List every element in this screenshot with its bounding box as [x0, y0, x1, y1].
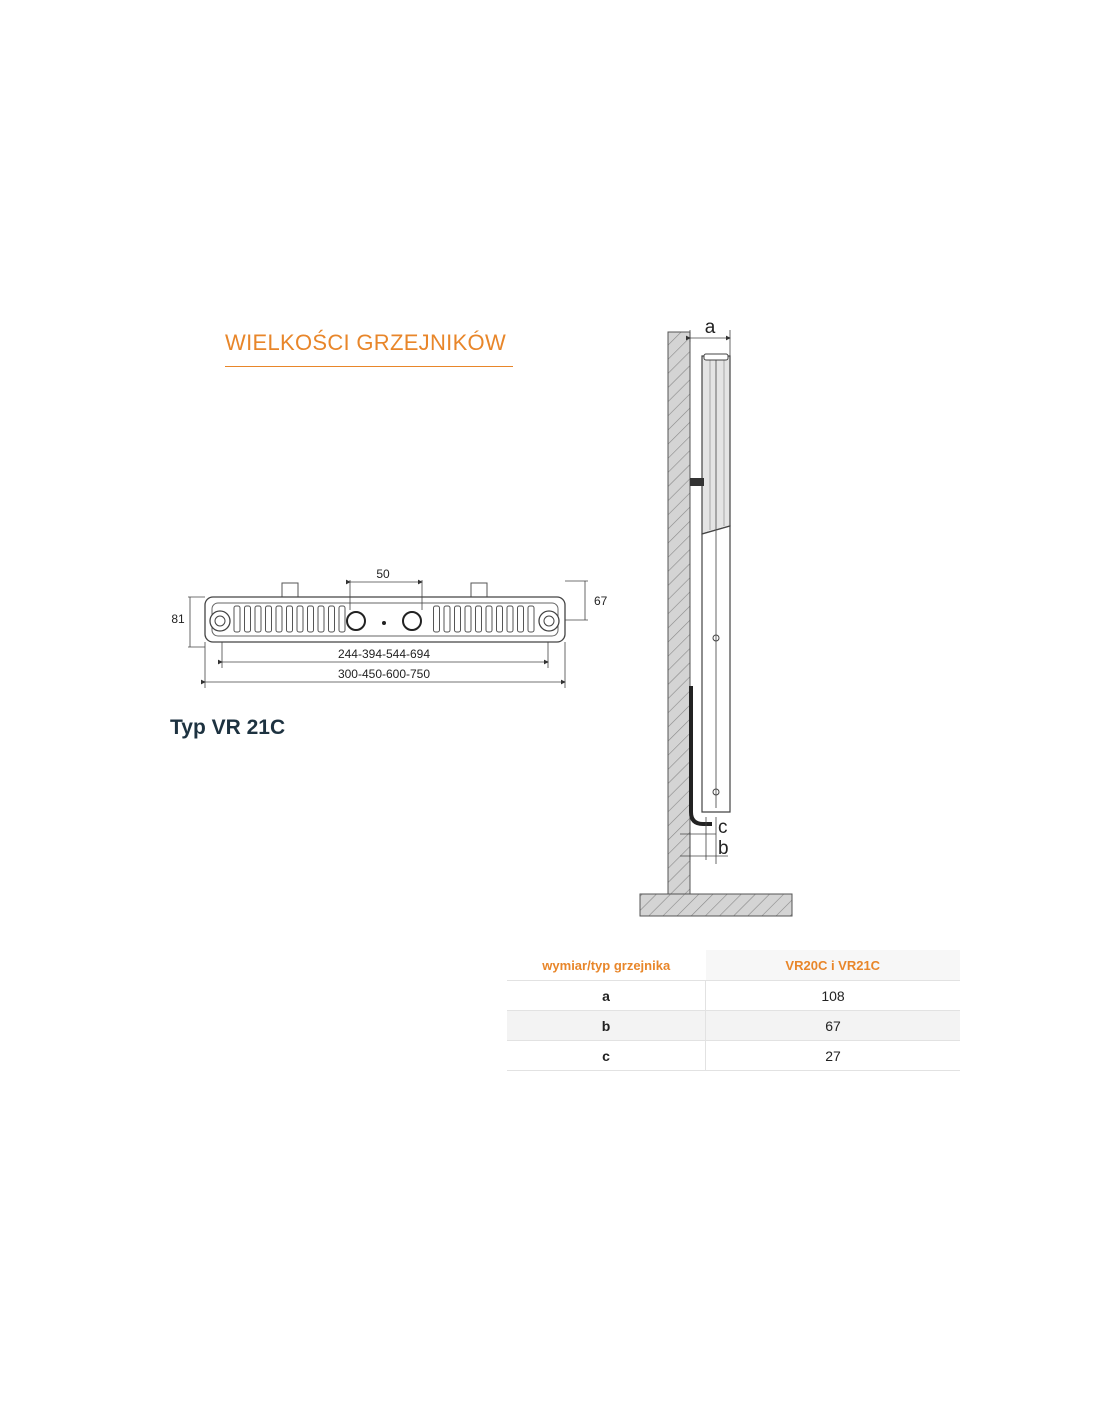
- dim-label-81: 81: [171, 612, 185, 626]
- fin: [328, 605, 335, 633]
- fin: [475, 605, 482, 633]
- supply-pipe: [689, 686, 712, 826]
- fin: [307, 605, 314, 633]
- fin: [244, 605, 251, 633]
- right-end-cap: [538, 610, 560, 632]
- connection-left: [346, 611, 366, 631]
- dim-label-inner: 244-394-544-694: [338, 647, 430, 661]
- dim-label-a: a: [705, 317, 716, 338]
- table-header-model: VR20C i VR21C: [705, 950, 960, 981]
- fin: [296, 605, 304, 633]
- fin: [233, 605, 241, 633]
- table-cell-value: 108: [705, 980, 960, 1011]
- fin: [517, 605, 524, 633]
- fin: [286, 605, 293, 633]
- fin: [433, 605, 440, 633]
- section-title: WIELKOŚCI GRZEJNIKÓW: [225, 330, 507, 355]
- connection-right: [402, 611, 422, 631]
- fin: [317, 605, 325, 633]
- wall-bracket: [690, 478, 704, 486]
- fin: [265, 605, 272, 633]
- radiator-side-view: a c b: [639, 317, 793, 917]
- table-cell-dimension: c: [507, 1040, 706, 1071]
- table-cell-value: 67: [705, 1010, 960, 1041]
- radiator-fins: [233, 605, 535, 633]
- fin: [496, 605, 503, 633]
- dimension-table: wymiar/typ grzejnika VR20C i VR21C a 108…: [507, 950, 960, 1071]
- table-cell-dimension: b: [507, 1010, 706, 1041]
- fin: [464, 605, 472, 633]
- radiator-type-label: Typ VR 21C: [170, 716, 286, 739]
- fin: [506, 605, 514, 633]
- table-cell-dimension: a: [507, 980, 706, 1011]
- radiator-top-view: 50 81 67 244-394-544-694 300-450-600-750: [171, 567, 608, 688]
- table-row: b 67: [507, 1010, 960, 1041]
- table-row: a 108: [507, 980, 960, 1011]
- table-row: c 27: [507, 1040, 960, 1071]
- left-end-cap: [209, 610, 231, 632]
- dim-label-outer: 300-450-600-750: [338, 667, 430, 681]
- fin: [275, 605, 283, 633]
- dim-label-50: 50: [376, 567, 390, 581]
- fin: [443, 605, 451, 633]
- dim-label-c: c: [718, 817, 728, 838]
- fin: [527, 605, 535, 633]
- table-header-dimension: wymiar/typ grzejnika: [542, 957, 671, 973]
- title-underline: [225, 366, 513, 367]
- fin: [338, 605, 346, 633]
- table-cell-value: 27: [705, 1040, 960, 1071]
- fin: [485, 605, 493, 633]
- fin: [454, 605, 461, 633]
- floor: [639, 893, 793, 917]
- fin: [254, 605, 262, 633]
- wall: [667, 331, 691, 897]
- dim-label-67: 67: [594, 594, 608, 608]
- table-header-row: wymiar/typ grzejnika VR20C i VR21C: [507, 950, 960, 981]
- dim-label-b: b: [718, 838, 729, 859]
